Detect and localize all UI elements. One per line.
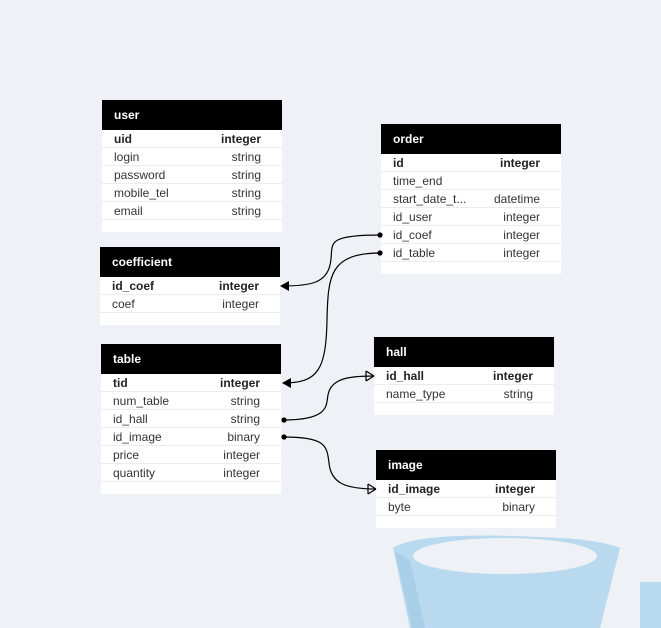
- entity-header-image: image: [376, 450, 556, 480]
- column-name: login: [114, 150, 140, 164]
- entity-footer: [100, 313, 280, 325]
- column-name: uid: [114, 132, 132, 146]
- entity-footer: [376, 516, 556, 528]
- column-name: id_hall: [386, 369, 425, 383]
- column-name: id_coef: [393, 228, 432, 242]
- column-type: string: [230, 412, 260, 426]
- column-name: password: [114, 168, 166, 182]
- column-name: start_date_t...: [393, 192, 467, 206]
- column-row[interactable]: id_table integer: [381, 244, 561, 262]
- column-row[interactable]: mobile_tel string: [102, 184, 282, 202]
- link-table-image[interactable]: [281, 434, 377, 495]
- column-row[interactable]: byte binary: [376, 498, 556, 516]
- column-name: price: [113, 448, 140, 462]
- column-type: string: [231, 186, 261, 200]
- column-name: id_user: [393, 210, 433, 224]
- entity-order[interactable]: order id integer time_end start_date_t...…: [381, 124, 561, 274]
- entity-footer: [101, 482, 281, 494]
- column-row[interactable]: id_hall integer: [374, 367, 554, 385]
- column-name: coef: [112, 297, 135, 311]
- column-type: integer: [503, 228, 540, 242]
- column-name: byte: [388, 500, 411, 514]
- link-table-hall[interactable]: [281, 370, 375, 423]
- column-name: id_image: [113, 430, 162, 444]
- column-name: id_table: [393, 246, 436, 260]
- column-name: mobile_tel: [114, 186, 169, 200]
- column-name: num_table: [113, 394, 170, 408]
- column-type: datetime: [493, 192, 540, 206]
- column-name: id: [393, 156, 404, 170]
- column-type: string: [230, 394, 260, 408]
- entity-footer: [374, 403, 554, 415]
- entity-header-order: order: [381, 124, 561, 154]
- column-type: integer: [503, 210, 540, 224]
- column-row[interactable]: start_date_t... datetime: [381, 190, 561, 208]
- column-type: integer: [223, 466, 260, 480]
- column-name: id_coef: [112, 279, 155, 293]
- entity-header-user: user: [102, 100, 282, 130]
- link-order-coefficient[interactable]: [280, 232, 383, 291]
- column-row[interactable]: id_coef integer: [381, 226, 561, 244]
- column-name: time_end: [393, 174, 443, 188]
- column-type: string: [231, 150, 261, 164]
- column-row[interactable]: uid integer: [102, 130, 282, 148]
- column-row[interactable]: login string: [102, 148, 282, 166]
- entity-image[interactable]: image id_image integer byte binary: [376, 450, 556, 528]
- column-row[interactable]: id_image integer: [376, 480, 556, 498]
- column-type: binary: [227, 430, 260, 444]
- entity-header-coefficient: coefficient: [100, 247, 280, 277]
- column-type: string: [503, 387, 533, 401]
- column-name: tid: [113, 376, 128, 390]
- column-type: integer: [494, 482, 535, 496]
- column-row[interactable]: quantity integer: [101, 464, 281, 482]
- column-row[interactable]: coef integer: [100, 295, 280, 313]
- column-type: integer: [218, 279, 259, 293]
- entity-user[interactable]: user uid integer login string password stri…: [102, 100, 282, 232]
- column-type: string: [231, 168, 261, 182]
- column-row[interactable]: id integer: [381, 154, 561, 172]
- column-type: integer: [222, 297, 259, 311]
- column-type: integer: [223, 448, 260, 462]
- column-row[interactable]: tid integer: [101, 374, 281, 392]
- column-row[interactable]: email string: [102, 202, 282, 220]
- column-name: id_hall: [113, 412, 148, 426]
- column-type: integer: [492, 369, 533, 383]
- column-row[interactable]: num_table string: [101, 392, 281, 410]
- column-type: binary: [502, 500, 535, 514]
- column-row[interactable]: id_coef integer: [100, 277, 280, 295]
- column-type: integer: [220, 132, 261, 146]
- column-name: id_image: [388, 482, 441, 496]
- column-row[interactable]: name_type string: [374, 385, 554, 403]
- entity-header-hall: hall: [374, 337, 554, 367]
- column-name: quantity: [113, 466, 156, 480]
- column-name: email: [114, 204, 143, 218]
- entity-footer: [102, 220, 282, 232]
- column-row[interactable]: id_user integer: [381, 208, 561, 226]
- column-row[interactable]: password string: [102, 166, 282, 184]
- entity-hall[interactable]: hall id_hall integer name_type string: [374, 337, 554, 415]
- column-type: string: [231, 204, 261, 218]
- entity-footer: [381, 262, 561, 274]
- column-type: integer: [499, 156, 540, 170]
- column-row[interactable]: price integer: [101, 446, 281, 464]
- link-order-table[interactable]: [282, 250, 383, 388]
- column-type: integer: [219, 376, 260, 390]
- column-row[interactable]: id_image binary: [101, 428, 281, 446]
- entity-header-table: table: [101, 344, 281, 374]
- column-row[interactable]: time_end: [381, 172, 561, 190]
- column-type: integer: [503, 246, 540, 260]
- column-name: name_type: [386, 387, 446, 401]
- column-row[interactable]: id_hall string: [101, 410, 281, 428]
